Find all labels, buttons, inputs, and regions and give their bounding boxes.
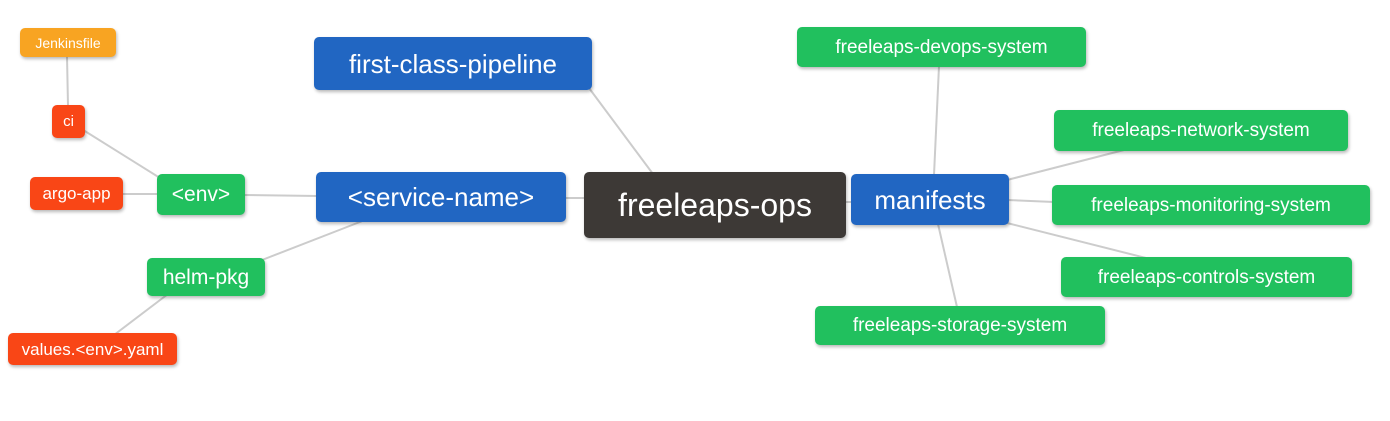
node-first-class-pipeline[interactable]: first-class-pipeline xyxy=(314,37,592,90)
node-ci[interactable]: ci xyxy=(52,105,85,138)
node-manifests[interactable]: manifests xyxy=(851,174,1009,225)
edge-manifests-devops-system xyxy=(933,65,940,176)
node-argo-app[interactable]: argo-app xyxy=(30,177,123,210)
edge-helm-pkg-service-name xyxy=(261,219,366,261)
node-jenkinsfile[interactable]: Jenkinsfile xyxy=(20,28,116,57)
node-service-name[interactable]: <service-name> xyxy=(316,172,566,222)
node-freeleaps-ops[interactable]: freeleaps-ops xyxy=(584,172,846,238)
node-controls-system[interactable]: freeleaps-controls-system xyxy=(1061,257,1352,297)
edge-jenkinsfile-ci xyxy=(66,55,69,107)
edge-manifests-network-system xyxy=(1006,149,1125,181)
edge-env-service-name xyxy=(243,194,319,197)
node-env[interactable]: <env> xyxy=(157,174,245,215)
edge-ci-env xyxy=(79,127,169,184)
edge-helm-pkg-values-env-yaml xyxy=(113,293,169,336)
node-values-env-yaml[interactable]: values.<env>.yaml xyxy=(8,333,177,365)
node-storage-system[interactable]: freeleaps-storage-system xyxy=(815,306,1105,345)
node-devops-system[interactable]: freeleaps-devops-system xyxy=(797,27,1086,67)
node-network-system[interactable]: freeleaps-network-system xyxy=(1054,110,1348,151)
edge-first-class-pipeline-freeleaps-ops xyxy=(588,87,654,175)
node-helm-pkg[interactable]: helm-pkg xyxy=(147,258,265,296)
edge-manifests-storage-system xyxy=(937,223,958,308)
edge-manifests-monitoring-system xyxy=(1006,199,1055,203)
node-monitoring-system[interactable]: freeleaps-monitoring-system xyxy=(1052,185,1370,225)
edge-manifests-controls-system xyxy=(1006,222,1147,259)
